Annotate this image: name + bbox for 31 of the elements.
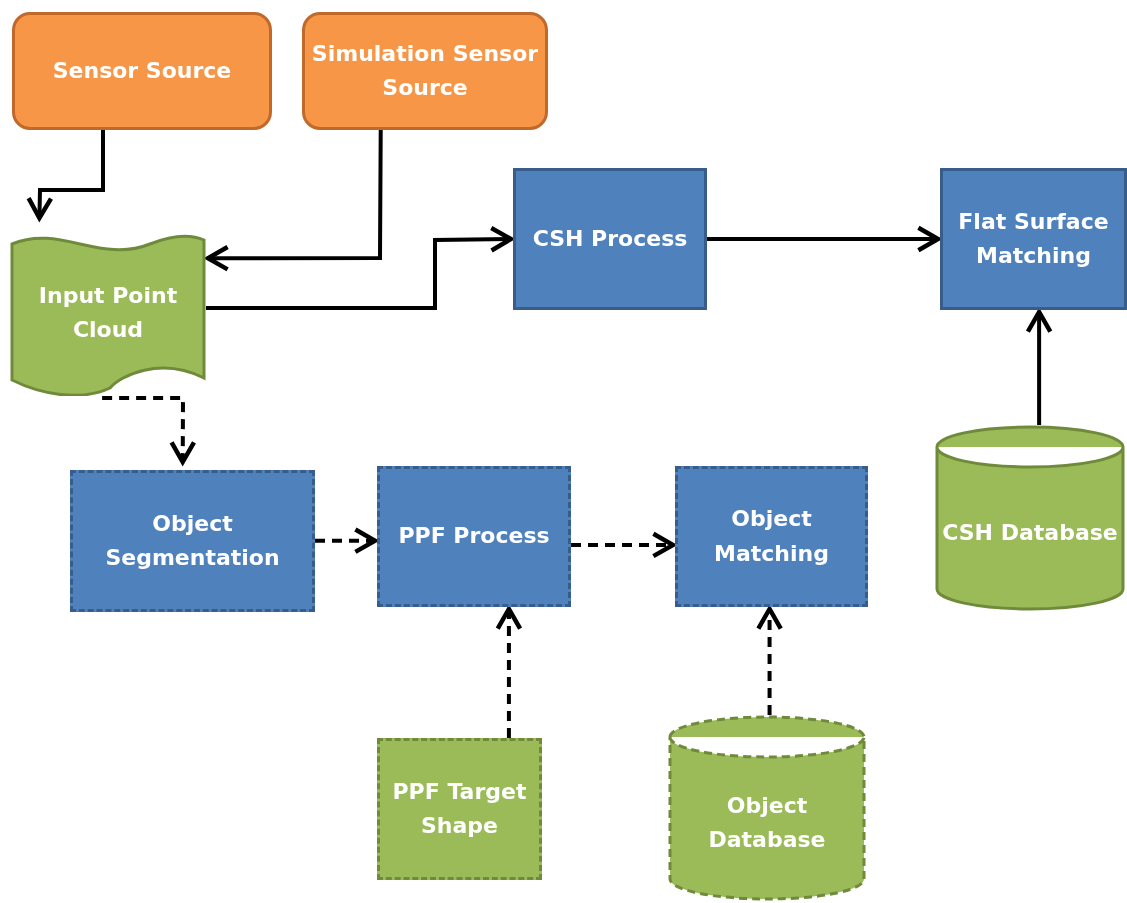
- node-label: CSH Database: [941, 518, 1119, 547]
- input-box: [377, 738, 542, 880]
- node-label: CSH Process: [531, 224, 689, 253]
- source-box: [302, 12, 548, 130]
- node-label: Object Segmentation: [104, 509, 281, 572]
- process-box: [377, 466, 571, 607]
- arrow: [102, 396, 197, 465]
- node-label: Object Database: [707, 791, 827, 854]
- source-box: [12, 12, 272, 130]
- node-label: Object Matching: [713, 505, 830, 568]
- process-box: [70, 470, 315, 612]
- arrow: [1025, 309, 1053, 425]
- node-label: Simulation Sensor Source: [310, 39, 540, 102]
- arrow: [26, 130, 105, 221]
- arrow: [756, 606, 783, 715]
- node-label: Flat Surface Matching: [957, 207, 1110, 270]
- node-label: PPF Process: [397, 522, 551, 551]
- arrow: [205, 130, 383, 272]
- process-box: [675, 466, 868, 607]
- node-label: Sensor Source: [51, 56, 233, 85]
- node-label: Input Point Cloud: [37, 281, 179, 344]
- process-box: [940, 168, 1127, 310]
- node-label: PPF Target Shape: [391, 777, 528, 840]
- arrow: [315, 527, 378, 555]
- arrow: [571, 531, 676, 559]
- arrow: [707, 225, 941, 253]
- database-cylinder: [935, 425, 1125, 611]
- arrow: [206, 225, 514, 310]
- database-cylinder: [668, 715, 866, 901]
- process-box: [513, 168, 707, 310]
- arrow: [495, 606, 523, 738]
